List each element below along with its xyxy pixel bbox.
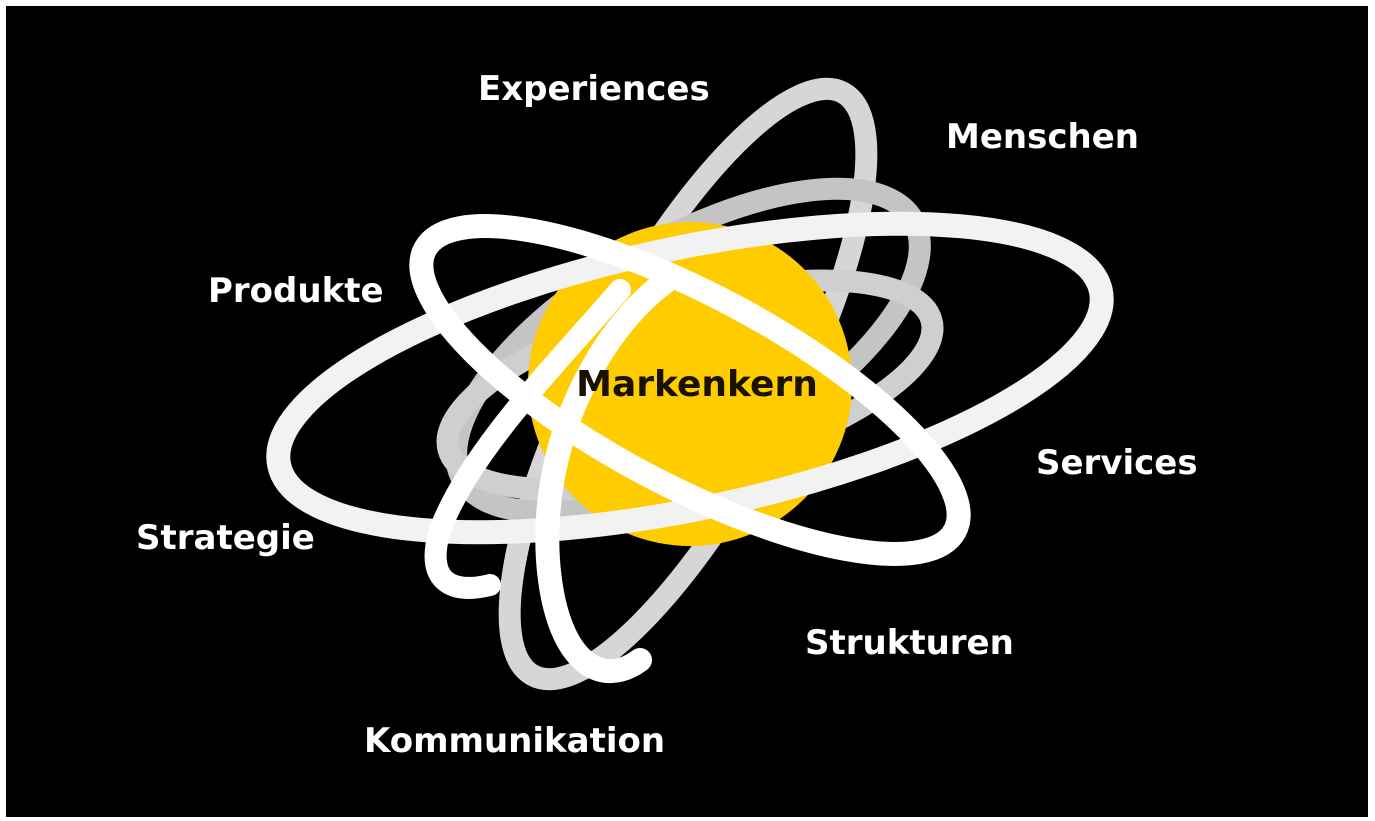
orbit-diagonal-right: [409, 214, 971, 566]
label-produkte: Produkte: [208, 271, 384, 311]
orbit-front-arc-vertical: [535, 270, 677, 684]
label-experiences: Experiences: [478, 69, 710, 109]
orbits-front: [266, 211, 1114, 684]
label-strukturen: Strukturen: [805, 623, 1014, 663]
label-strategie: Strategie: [136, 518, 315, 558]
orbit-front-arc-left: [424, 279, 631, 599]
label-menschen: Menschen: [946, 117, 1139, 157]
core-label: Markenkern: [576, 364, 818, 405]
label-kommunikation: Kommunikation: [364, 721, 665, 761]
label-services: Services: [1036, 443, 1198, 483]
